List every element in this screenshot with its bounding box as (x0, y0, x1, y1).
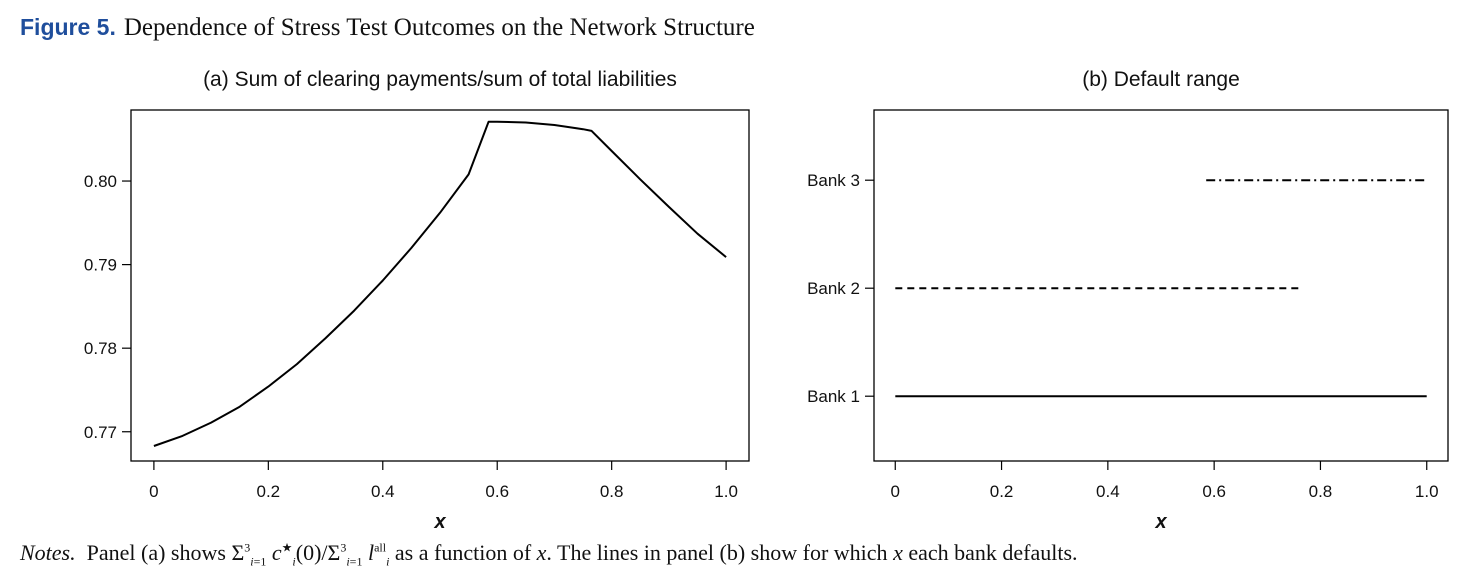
y-tick-label: Bank 3 (807, 171, 860, 190)
y-tick-label: 0.79 (84, 256, 117, 275)
figure-title: Figure 5. Dependence of Stress Test Outco… (20, 14, 755, 42)
x-tick-label: 1.0 (1415, 482, 1439, 501)
y-tick-label: Bank 1 (807, 387, 860, 406)
y-tick-label: Bank 2 (807, 279, 860, 298)
notes-text-d: each bank defaults. (902, 540, 1078, 565)
figure-notes: Notes. Panel (a) shows Σ3i=1 c★i(0)/Σ3i=… (20, 540, 1078, 569)
x-tick-label: 0.6 (485, 482, 509, 501)
panel-b: (b) Default range 0 0.2 0.4 0.6 0.8 1.0 Bank 1 B… (807, 68, 1449, 533)
notes-formula: Σ3i=1 c★i(0)/Σ3i=1 lalli (231, 540, 390, 569)
x-tick-label: 0.8 (600, 482, 624, 501)
x-tick-label: 0.6 (1202, 482, 1226, 501)
y-tick-label: 0.80 (84, 172, 117, 191)
notes-var-x-2: x (893, 540, 903, 565)
x-tick-label: 0.8 (1309, 482, 1333, 501)
y-tick-label: 0.77 (84, 423, 117, 442)
notes-lead: Notes. (20, 540, 76, 565)
x-tick-label: 0 (891, 482, 900, 501)
x-tick-label: 0.4 (371, 482, 395, 501)
notes-text-c: . The lines in panel (b) show for which (546, 540, 894, 565)
x-tick-label: 0.4 (1096, 482, 1120, 501)
x-tick-label: 0.2 (257, 482, 281, 501)
panel-title: (a) Sum of clearing payments/sum of tota… (203, 68, 677, 91)
x-axis-label: x (433, 511, 446, 533)
figure-title-text: Dependence of Stress Test Outcomes on th… (123, 14, 755, 41)
panel-a: (a) Sum of clearing payments/sum of tota… (84, 68, 750, 533)
chart-svg: (a) Sum of clearing payments/sum of tota… (84, 68, 1449, 533)
panel-title: (b) Default range (1082, 68, 1240, 91)
x-axis-label: x (1154, 511, 1167, 533)
x-tick-label: 0 (149, 482, 158, 501)
plot-frame (873, 109, 1449, 462)
notes-text-a: Panel (a) shows (86, 540, 232, 565)
notes-text-b: as a function of (389, 540, 537, 565)
y-tick-label: 0.78 (84, 339, 117, 358)
x-tick-label: 0.2 (990, 482, 1014, 501)
notes-var-x: x (536, 540, 547, 565)
x-tick-label: 1.0 (714, 482, 738, 501)
series-line-1 (153, 120, 727, 447)
figure-label: Figure 5. (20, 14, 116, 40)
plot-frame (130, 109, 750, 462)
